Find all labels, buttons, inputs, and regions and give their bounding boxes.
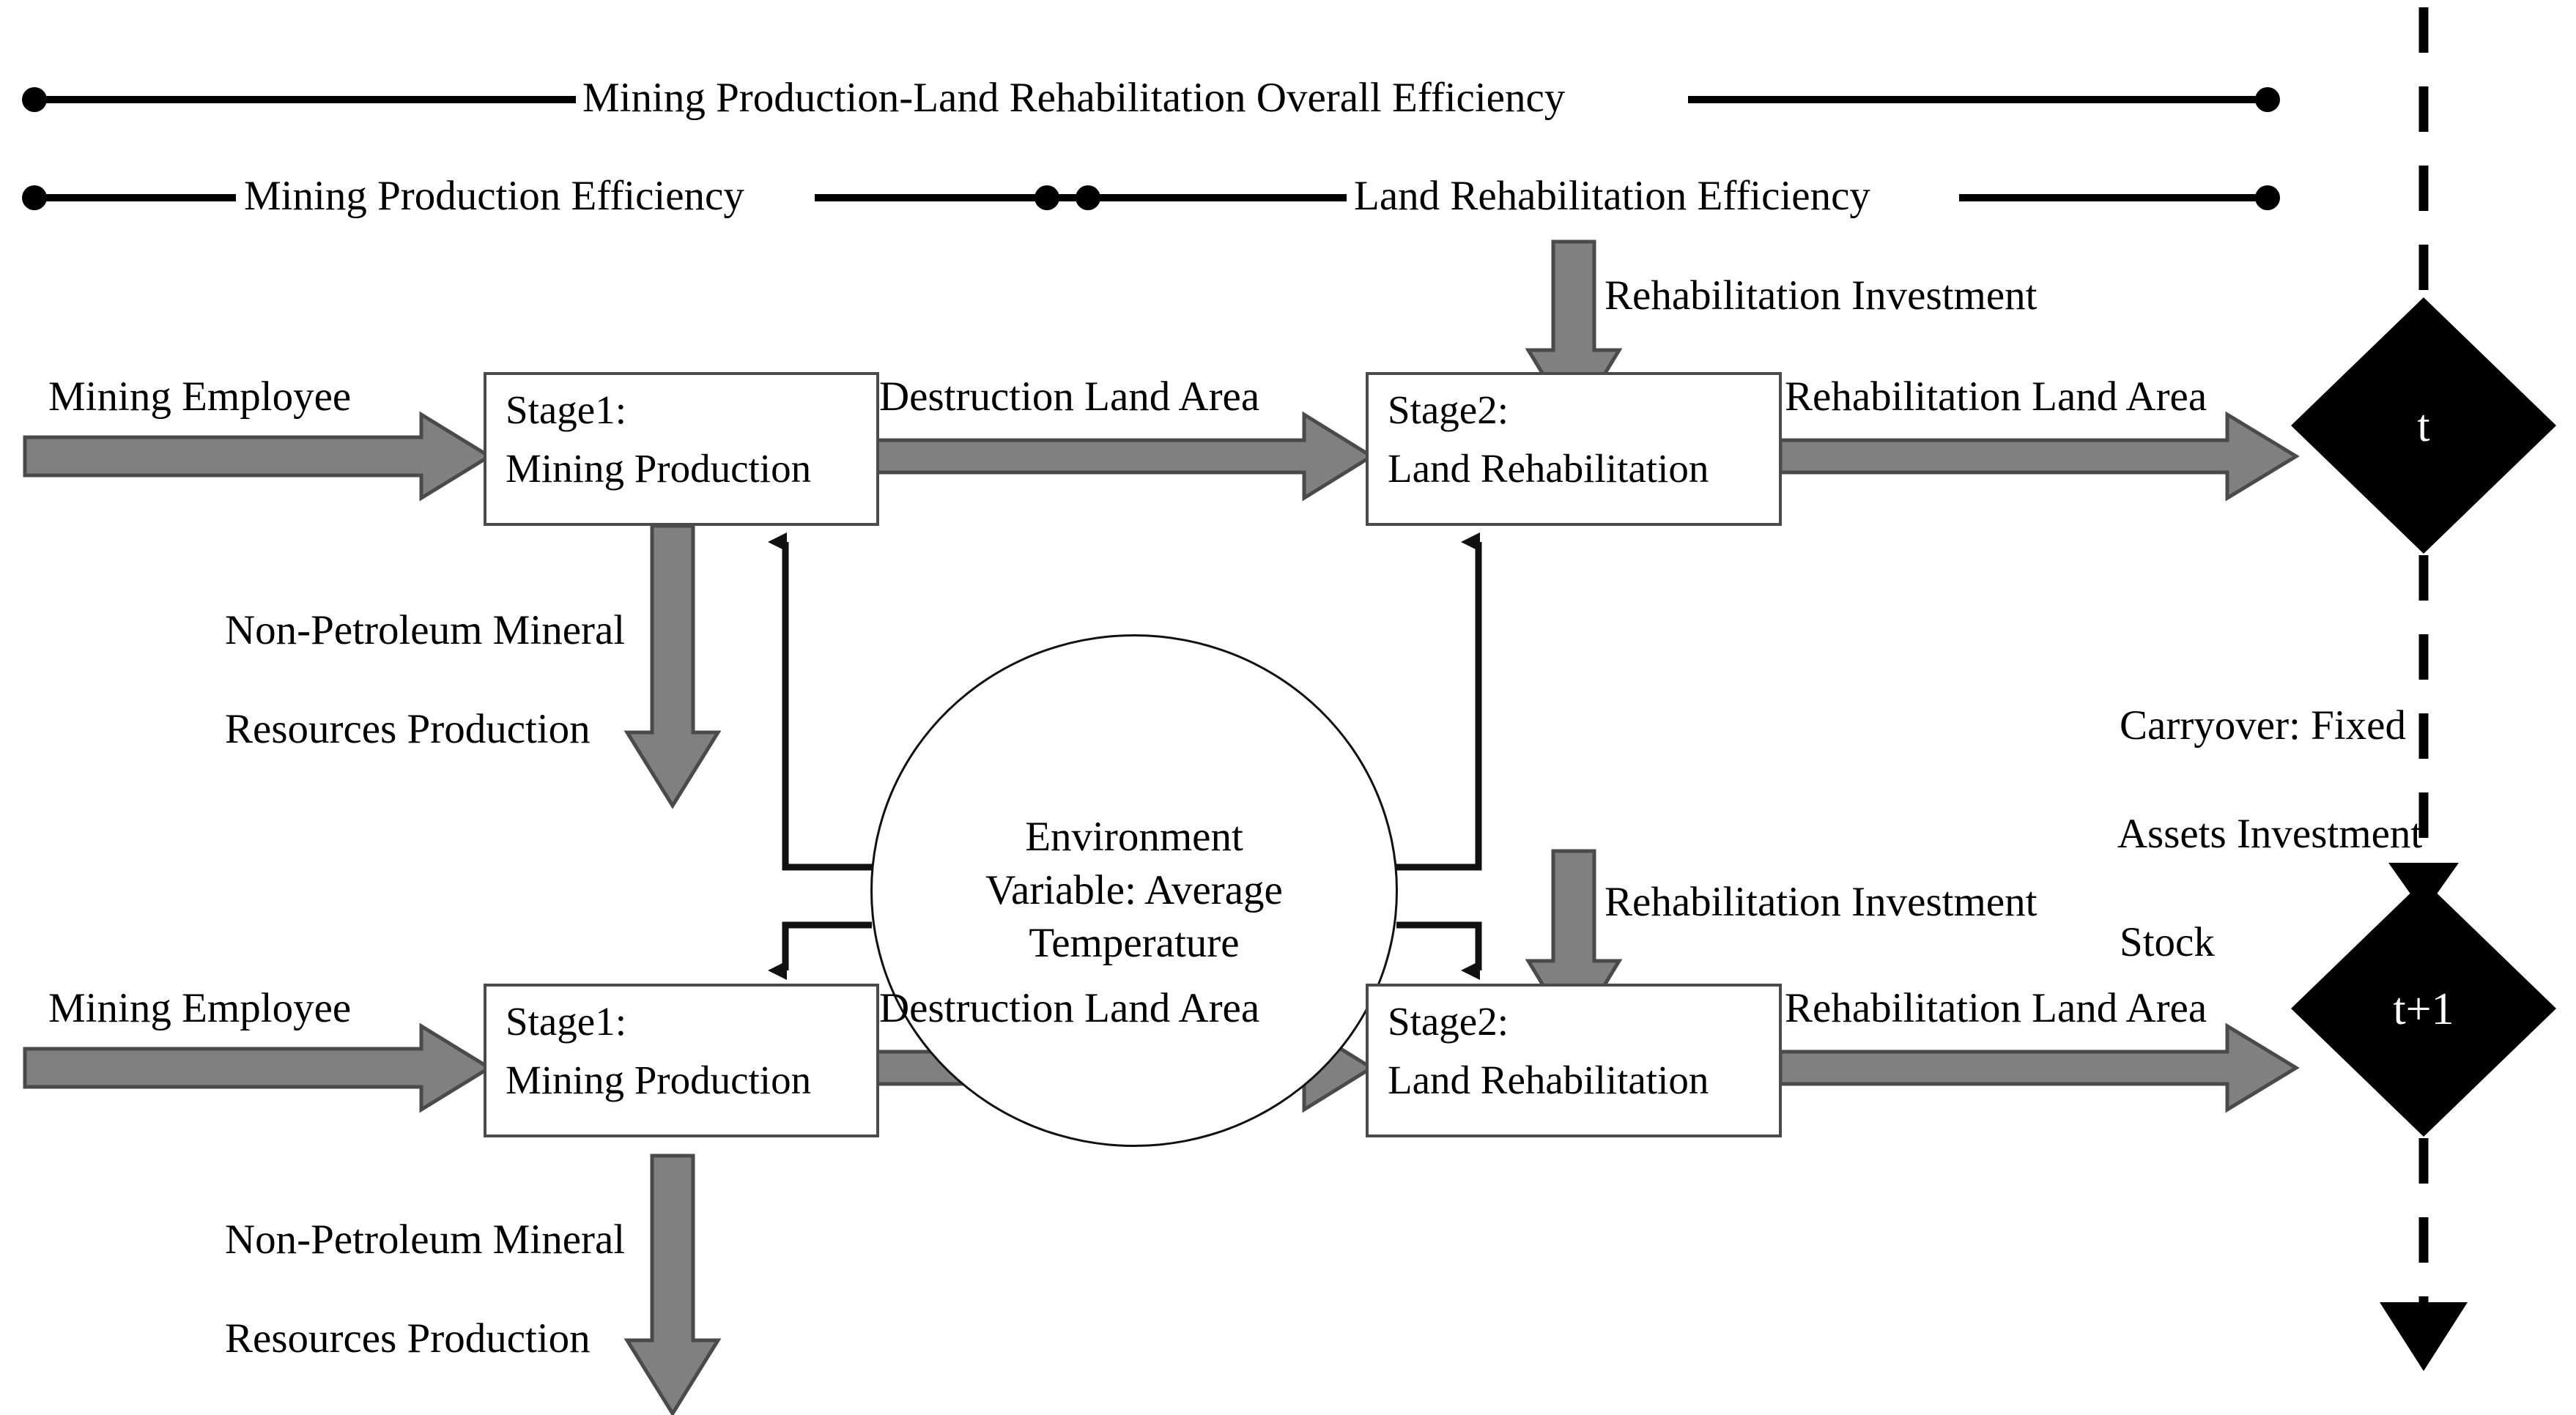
carryover-line3: Stock [2120, 919, 2215, 966]
stage2-subtitle-t1: Land Rehabilitation [1388, 1058, 1709, 1102]
arrow-rehabilitation-land-area-t1 [1778, 1022, 2300, 1113]
arrow-non-petroleum-output-t [623, 524, 722, 809]
stage1-subtitle-t: Mining Production [506, 446, 812, 491]
stage2-title-t1: Stage2: [1388, 999, 1509, 1044]
undesirable-output-line2-t1: Resources Production [225, 1315, 591, 1362]
stage1-subtitle-t1: Mining Production [506, 1058, 812, 1102]
stage1-title-t1: Stage1: [506, 999, 626, 1044]
undesirable-output-line1-t1: Non-Petroleum Mineral [225, 1217, 626, 1263]
investment-label-t: Rehabilitation Investment [1605, 272, 2038, 319]
carryover-label: Carryover: Fixed Assets Investment Stock [2078, 645, 2422, 1025]
period-label-t1: t+1 [2393, 984, 2454, 1034]
stage1-title-t: Stage1: [506, 387, 626, 432]
undesirable-output-label-t: Non-Petroleum Mineral Resources Producti… [183, 557, 625, 803]
stage1-box-t[interactable]: Stage1: Mining Production [484, 372, 879, 526]
carryover-line1: Carryover: Fixed [2120, 702, 2406, 749]
arrow-destruction-land-area-t [874, 411, 1375, 502]
overall-left-segment [34, 96, 576, 103]
connector-env-to-stage1-t [768, 532, 872, 871]
environment-variable-ellipse[interactable]: Environment Variable: Average Temperatur… [870, 634, 1398, 1147]
arrow-non-petroleum-output-t1 [623, 1154, 722, 1415]
stage1-right-segment [815, 194, 1078, 201]
stage2-box-t1[interactable]: Stage2: Land Rehabilitation [1366, 984, 1782, 1137]
overall-efficiency-label: Mining Production-Land Rehabilitation Ov… [582, 75, 1566, 121]
environment-line2: Variable: Average [985, 866, 1283, 913]
connector-env-to-stage2-t [1396, 532, 1482, 871]
stage2-left-endpoint-dot [1076, 185, 1100, 210]
input-label-mining-employee-t: Mining Employee [48, 374, 352, 420]
overall-right-endpoint-dot [2255, 87, 2280, 112]
connector-env-to-stage2-t1 [1396, 921, 1482, 980]
stage1-box-t1[interactable]: Stage1: Mining Production [484, 984, 879, 1137]
environment-line3: Temperature [1029, 920, 1240, 967]
period-diamond-t1 [2291, 880, 2556, 1137]
stage2-box-t[interactable]: Stage2: Land Rehabilitation [1366, 372, 1782, 526]
stage1-left-segment [34, 194, 236, 201]
stage1-efficiency-label: Mining Production Efficiency [244, 173, 744, 219]
stage2-right-endpoint-dot [2255, 185, 2280, 210]
arrow-rehabilitation-land-area-t [1778, 411, 2300, 502]
overall-right-segment [1688, 96, 2267, 103]
stage2-right-segment [1959, 194, 2267, 201]
output-label-rehabilitation-land-area-t: Rehabilitation Land Area [1785, 374, 2207, 420]
stage1-right-endpoint-dot [1035, 185, 1059, 210]
investment-label-t1: Rehabilitation Investment [1605, 879, 2038, 925]
link-label-destruction-land-area-t: Destruction Land Area [879, 374, 1260, 420]
environment-line1: Environment [1025, 813, 1243, 860]
carryover-line2: Assets Investment [2117, 811, 2423, 858]
undesirable-output-line1-t: Non-Petroleum Mineral [225, 607, 626, 654]
stage2-title-t: Stage2: [1388, 387, 1509, 432]
undesirable-output-label-t1: Non-Petroleum Mineral Resources Producti… [183, 1166, 625, 1412]
arrow-mining-employee-t1 [23, 1022, 493, 1113]
environment-variable-label: Environment Variable: Average Temperatur… [985, 811, 1283, 971]
connector-env-to-stage1-t1 [768, 921, 872, 980]
input-label-mining-employee-t1: Mining Employee [48, 985, 352, 1031]
arrow-mining-employee-t [23, 411, 493, 502]
undesirable-output-line2-t: Resources Production [225, 705, 591, 752]
period-diamond-t [2291, 297, 2556, 554]
period-label-t: t [2417, 401, 2430, 451]
stage2-efficiency-label: Land Rehabilitation Efficiency [1354, 173, 1870, 219]
output-label-rehabilitation-land-area-t1: Rehabilitation Land Area [1785, 985, 2207, 1031]
link-label-destruction-land-area-t1: Destruction Land Area [879, 985, 1260, 1031]
stage2-left-segment [1098, 194, 1347, 201]
stage2-subtitle-t: Land Rehabilitation [1388, 446, 1709, 491]
